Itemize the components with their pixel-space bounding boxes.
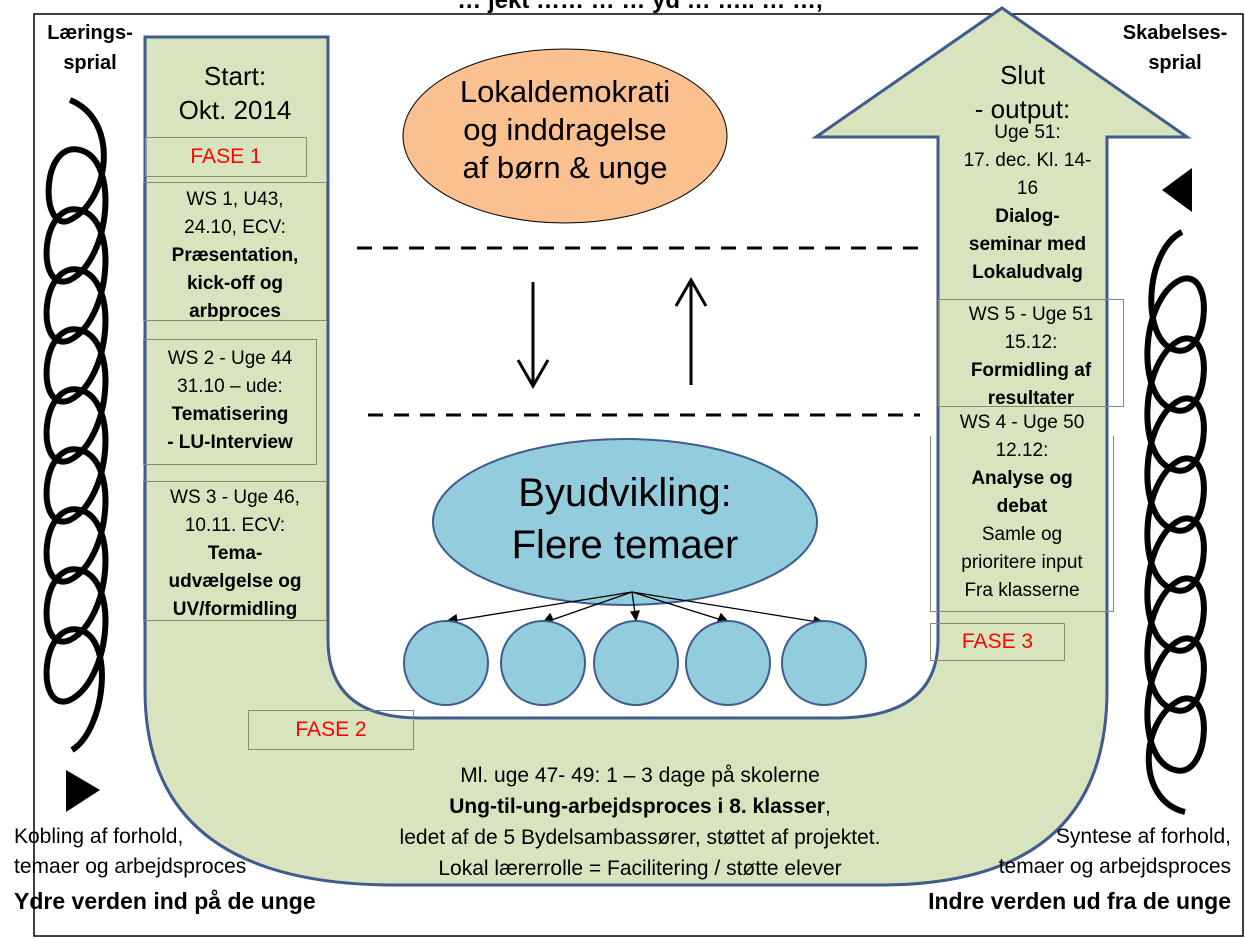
seminar-line1: Uge 51:: [994, 122, 1061, 143]
ws3-bold1: Tema-: [207, 543, 263, 564]
process-line1: Ml. uge 47- 49: 1 – 3 dage på skolerne: [460, 764, 820, 787]
theme-circle-1: [403, 620, 489, 706]
fase-3-label: FASE 3: [930, 623, 1065, 661]
ws2-line1: WS 2 - Uge 44: [167, 348, 293, 369]
ws3-bold3: UV/formidling: [172, 599, 298, 620]
footer-left: Kobling af forhold, temaer og arbejdspro…: [14, 822, 316, 916]
theme-circle-5: [781, 620, 867, 706]
seminar-bold2: seminar med: [968, 234, 1087, 255]
ellipse-lokaldemokrati: [402, 48, 728, 224]
workshop-5-box: WS 5 - Uge 51 15.12: Formidling af resul…: [938, 299, 1124, 409]
up-arrow-head: [674, 276, 708, 307]
ws4-after3: Fra klasserne: [964, 580, 1080, 601]
process-line2-tail: ,: [824, 795, 831, 818]
footer-left-bold: Ydre verden ind på de unge: [14, 888, 316, 914]
workshop-2-box: WS 2 - Uge 44 31.10 – ude: Tematisering …: [143, 339, 317, 465]
ws5-bold1: Formidling af: [970, 360, 1092, 381]
u-arrow-shape: [143, 6, 1192, 887]
ws3-bold2: udvælgelse og: [168, 571, 302, 592]
laerings-spiral-label: Lærings- sprial: [47, 22, 133, 74]
down-arrow-head: [516, 359, 550, 390]
ws3-line2: 10.11. ECV:: [184, 515, 286, 536]
lokaldemokrati-text: Lokaldemokrati og inddragelse af børn & …: [405, 73, 725, 187]
footer-left-line2: temaer og arbejdsproces: [14, 855, 247, 878]
clipped-title: … jekt …… … … yd … ….. … …,: [457, 0, 823, 14]
ws2-bold1: Tematisering: [171, 404, 289, 425]
ws4-line1: WS 4 - Uge 50: [959, 412, 1085, 433]
frame: [33, 13, 1244, 937]
process-line3: ledet af de 5 Bydelsambassører, støttet …: [399, 826, 881, 849]
footer-left-line1: Kobling af forhold,: [14, 825, 184, 848]
start-line1: Start:: [203, 61, 267, 91]
footer-right-line2: temaer og arbejdsproces: [998, 855, 1231, 878]
ellipse-byudvikling: [432, 438, 818, 606]
footer-right-bold: Indre verden ud fra de unge: [928, 888, 1231, 914]
ws4-after1: Samle og: [981, 524, 1063, 545]
ws1-bold1: Præsentation,: [171, 245, 299, 266]
bottom-process-text: Ml. uge 47- 49: 1 – 3 dage på skolerne U…: [330, 760, 950, 884]
lokaldemokrati-line3: af børn & unge: [462, 150, 668, 185]
byudvikling-line1: Byudvikling:: [518, 471, 732, 515]
workshop-3-box: WS 3 - Uge 46, 10.11. ECV: Tema- udvælge…: [143, 481, 327, 621]
workshop-4-box: WS 4 - Uge 50 12.12: Analyse og debat Sa…: [930, 412, 1114, 612]
seminar-line2: 17. dec. Kl. 14-: [963, 150, 1092, 171]
ws2-line2: 31.10 – ude:: [177, 376, 283, 397]
theme-circle-2: [500, 620, 586, 706]
process-line2: Ung-til-ung-arbejdsproces i 8. klasser,: [330, 791, 950, 822]
right-spiral-icon: [1144, 168, 1207, 815]
ws3-line1: WS 3 - Uge 46,: [170, 487, 300, 508]
seminar-bold1: Dialog-: [995, 206, 1060, 227]
footer-right: Syntese af forhold, temaer og arbejdspro…: [928, 822, 1231, 916]
ws4-bold2: debat: [996, 496, 1048, 517]
ws1-bold2: kick-off og: [186, 273, 284, 294]
start-label: Start: Okt. 2014: [150, 59, 320, 127]
dialog-seminar-block: Uge 51: 17. dec. Kl. 14- 16 Dialog- semi…: [940, 119, 1115, 287]
skabelses-spiral-label: Skabelses- sprial: [1122, 22, 1228, 74]
process-line4: Lokal lærerrolle = Facilitering / støtte…: [438, 857, 842, 880]
slut-label: Slut - output:: [945, 58, 1100, 126]
seminar-line3: 16: [1016, 178, 1039, 199]
slut-line2: - output:: [974, 94, 1071, 124]
ws2-bold2: - LU-Interview: [167, 432, 293, 453]
byudvikling-text: Byudvikling: Flere temaer: [433, 467, 817, 571]
ws1-bold3: arbproces: [189, 301, 281, 322]
ws5-line1: WS 5 - Uge 51: [968, 304, 1094, 325]
process-line2-bold: Ung-til-ung-arbejdsproces i 8. klasser: [449, 795, 825, 818]
byudvikling-line2: Flere temaer: [511, 523, 739, 567]
ws4-after2: prioritere input: [961, 552, 1083, 573]
seminar-bold3: Lokaludvalg: [972, 262, 1083, 283]
workshop-1-box: WS 1, U43, 24.10, ECV: Præsentation, kic…: [143, 182, 327, 322]
footer-right-line1: Syntese af forhold,: [1055, 825, 1231, 848]
lokaldemokrati-line2: og inddragelse: [463, 112, 667, 147]
left-spiral-icon: [43, 97, 109, 812]
ws5-line2: 15.12:: [1004, 332, 1058, 353]
ws5-bold2: resultater: [987, 388, 1075, 409]
theme-circle-4: [685, 620, 771, 706]
ws1-line2: 24.10, ECV:: [184, 217, 286, 238]
ws4-line2: 12.12:: [995, 440, 1049, 461]
fase-1-label: FASE 1: [145, 137, 307, 177]
fase-2-label: FASE 2: [248, 710, 414, 750]
ws4-bold1: Analyse og: [971, 468, 1073, 489]
slut-line1: Slut: [1000, 60, 1045, 90]
lokaldemokrati-line1: Lokaldemokrati: [459, 74, 671, 109]
theme-circle-3: [593, 620, 679, 706]
ws1-line1: WS 1, U43,: [186, 189, 284, 210]
start-line2: Okt. 2014: [178, 95, 292, 125]
